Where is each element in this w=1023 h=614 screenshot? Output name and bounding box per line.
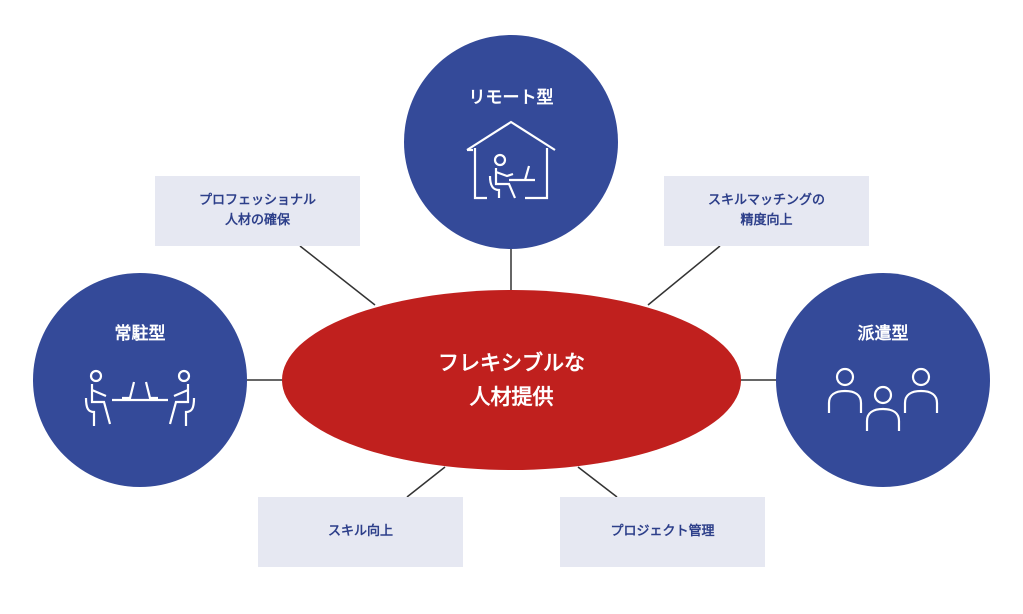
benefit-skill-improvement: スキル向上 bbox=[258, 497, 463, 567]
type-remote: リモート型 bbox=[404, 35, 618, 249]
connector-line bbox=[299, 245, 376, 306]
connector-line bbox=[406, 466, 446, 498]
benefit-project-management: プロジェクト管理 bbox=[560, 497, 765, 567]
connector-line bbox=[577, 466, 618, 498]
benefit-skill-matching: スキルマッチングの 精度向上 bbox=[664, 176, 869, 246]
people-group-icon bbox=[827, 367, 939, 431]
type-label: 常駐型 bbox=[114, 324, 166, 344]
type-dispatch: 派遣型 bbox=[776, 273, 990, 487]
type-label: 派遣型 bbox=[857, 324, 909, 344]
home-office-icon bbox=[466, 120, 556, 200]
center-concept: フレキシブルな 人材提供 bbox=[282, 290, 741, 470]
meeting-icon bbox=[84, 369, 196, 426]
benefit-professional-talent: プロフェッショナル 人材の確保 bbox=[155, 176, 360, 246]
type-onsite: 常駐型 bbox=[33, 273, 247, 487]
type-label: リモート型 bbox=[468, 88, 554, 108]
connector-line bbox=[647, 245, 721, 306]
